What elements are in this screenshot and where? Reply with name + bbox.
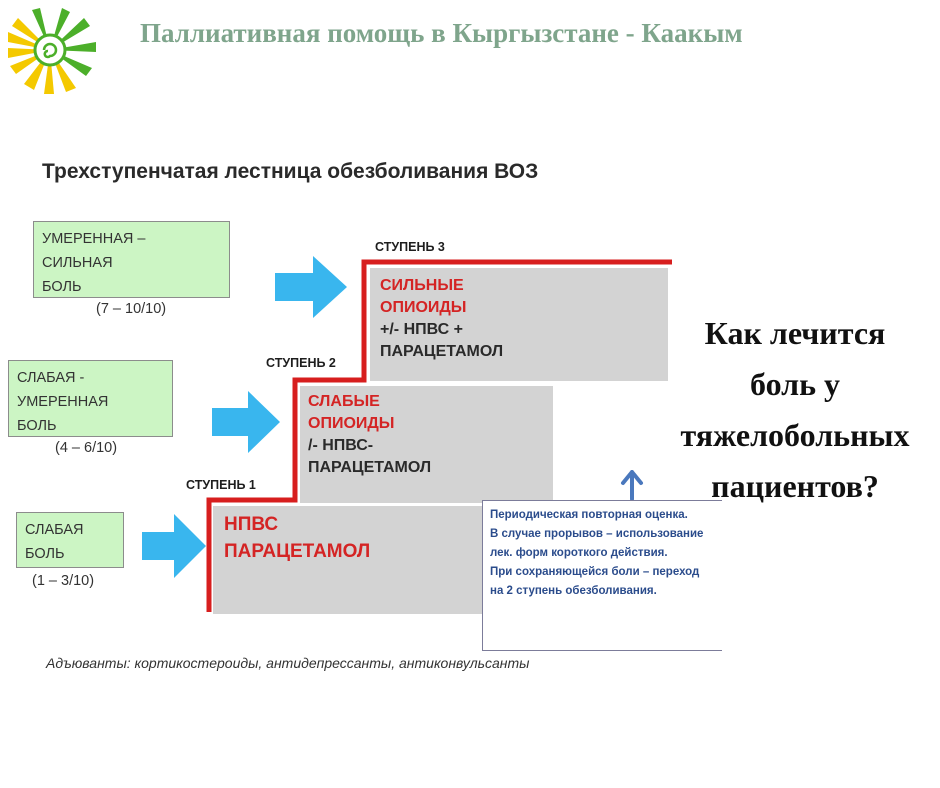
image-edge: [722, 495, 940, 665]
pain-line: СЛАБАЯ -: [17, 370, 85, 386]
step-2-extra: /- НПВС-: [308, 437, 374, 454]
step-1-drug: НПВС: [224, 514, 279, 535]
site-title: Паллиативная помощь в Кыргызстане - Каак…: [140, 18, 743, 48]
pain-score-mild: (1 – 3/10): [32, 573, 95, 589]
step-3-extra: ПАРАЦЕТАМОЛ: [380, 343, 504, 360]
diagram-title: Трехступенчатая лестница обезболивания В…: [42, 160, 539, 183]
reassessment-note: Периодическая повторная оценка. В случае…: [482, 500, 732, 651]
pain-line: БОЛЬ: [17, 418, 57, 434]
pain-score-moderate: (4 – 6/10): [55, 440, 118, 456]
pain-box-severe: УМЕРЕННАЯ – СИЛЬНАЯ БОЛЬ: [33, 221, 230, 298]
note-line: В случае прорывов – использование: [490, 528, 704, 540]
question-line: пациентов?: [711, 468, 879, 504]
step-1-drug: ПАРАЦЕТАМОЛ: [224, 541, 371, 562]
question-line: боль у: [749, 366, 841, 402]
arrow-right-icon: [275, 256, 347, 318]
step-1-text: НПВС ПАРАЦЕТАМОЛ: [224, 511, 370, 565]
adjuvants-text: Адъюванты: кортикостероиды, антидепресса…: [46, 655, 530, 671]
arrow-right-icon: [212, 391, 280, 453]
step-box-3: [370, 268, 668, 381]
arrow-up-icon: [621, 470, 643, 500]
question-line: тяжелобольных: [680, 417, 910, 453]
step-label-1: СТУПЕНЬ 1: [186, 478, 256, 492]
pain-line: БОЛЬ: [25, 546, 65, 562]
pain-line: УМЕРЕННАЯ –: [42, 231, 146, 247]
pain-line: СИЛЬНАЯ: [42, 255, 113, 271]
note-line: Периодическая повторная оценка.: [490, 509, 688, 521]
pain-score-severe: (7 – 10/10): [96, 301, 167, 317]
note-line: лек. форм короткого действия.: [490, 547, 668, 559]
step-box-1: [213, 506, 485, 614]
arrow-right-icon: [142, 514, 206, 578]
step-label-2: СТУПЕНЬ 2: [266, 356, 336, 370]
note-line: При сохраняющейся боли – переход: [490, 566, 700, 578]
question-heading: Как лечится боль у тяжелобольных пациент…: [650, 308, 940, 512]
step-2-drug: СЛАБЫЕ: [308, 393, 380, 410]
step-3-drug: ОПИОИДЫ: [380, 299, 467, 316]
step-2-text: СЛАБЫЕ ОПИОИДЫ /- НПВС- ПАРАЦЕТАМОЛ: [308, 391, 431, 479]
note-line: на 2 ступень обезболивания.: [490, 585, 657, 597]
step-3-drug: СИЛЬНЫЕ: [380, 277, 464, 294]
pain-line: СЛАБАЯ: [25, 522, 84, 538]
step-2-drug: ОПИОИДЫ: [308, 415, 395, 432]
pain-line: УМЕРЕННАЯ: [17, 394, 109, 410]
step-label-3: СТУПЕНЬ 3: [375, 240, 445, 254]
pain-box-mild: СЛАБАЯ БОЛЬ: [16, 512, 124, 568]
step-box-2: [300, 386, 553, 503]
step-3-extra: +/- НПВС +: [380, 321, 463, 338]
step-2-extra: ПАРАЦЕТАМОЛ: [308, 459, 432, 476]
dandelion-sun-icon: [8, 8, 96, 94]
pain-box-moderate: СЛАБАЯ - УМЕРЕННАЯ БОЛЬ: [8, 360, 173, 437]
pain-line: БОЛЬ: [42, 279, 82, 295]
question-line: Как лечится: [704, 315, 886, 351]
kaakym-logo: [8, 8, 96, 94]
step-3-text: СИЛЬНЫЕ ОПИОИДЫ +/- НПВС + ПАРАЦЕТАМОЛ: [380, 275, 503, 363]
